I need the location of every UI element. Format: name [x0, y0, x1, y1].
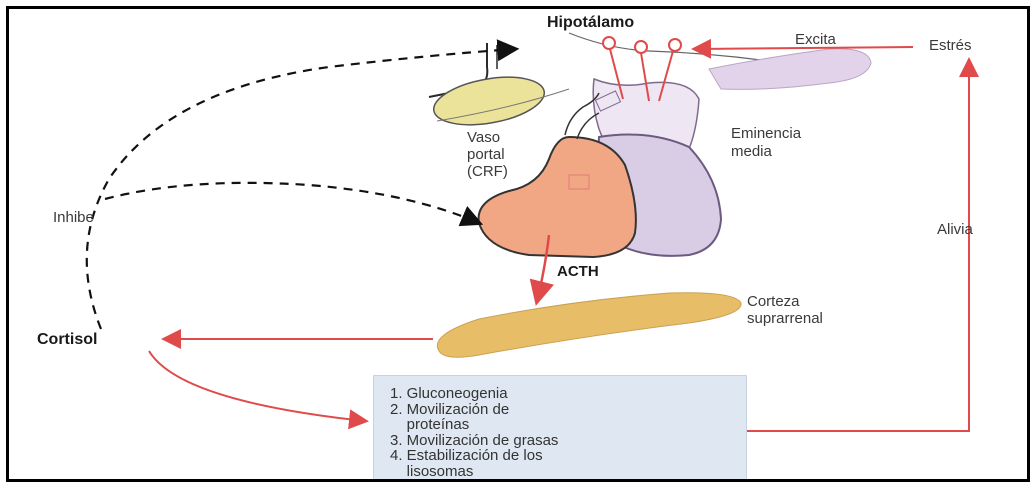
portal-vessel-line-c: (CRF) — [467, 163, 508, 180]
median-eminence-label: Eminencia media — [731, 125, 801, 161]
cortisol-to-effects-arrow — [149, 351, 365, 421]
relieves-arrow — [747, 61, 969, 431]
effect-item: proteínas — [390, 417, 746, 433]
acth-label: ACTH — [557, 263, 599, 280]
effects-list: 1. Gluconeogenia 2. Movilización de prot… — [374, 376, 746, 479]
portal-vessel-line-b: portal — [467, 146, 508, 163]
adrenal-cortex-line-a: Corteza — [747, 293, 823, 310]
stress-label: Estrés — [929, 37, 972, 54]
cortisol-label: Cortisol — [37, 331, 97, 348]
adrenal-cortex-line-b: suprarrenal — [747, 310, 823, 327]
adrenal-cortex-label: Corteza suprarrenal — [747, 293, 823, 327]
mamillary-region — [709, 49, 871, 90]
diagram-frame: Hipotálamo Excita Estrés Vaso portal (CR… — [6, 6, 1030, 482]
median-eminence-line-a: Eminencia — [731, 125, 801, 143]
adrenal-cortex — [437, 293, 741, 358]
effect-item: 4. Estabilización de los — [390, 448, 746, 464]
neuron-3 — [669, 39, 681, 51]
effect-item: lisosomas — [390, 464, 746, 480]
portal-vessel-label: Vaso portal (CRF) — [467, 129, 508, 180]
effects-box: 1. Gluconeogenia 2. Movilización de prot… — [373, 375, 747, 482]
inhibits-label: Inhibe — [53, 209, 94, 226]
effect-item: 2. Movilización de — [390, 402, 746, 418]
effect-item: 1. Gluconeogenia — [390, 386, 746, 402]
relieves-label: Alivia — [937, 221, 973, 238]
excites-label: Excita — [795, 31, 836, 48]
median-eminence-line-b: media — [731, 143, 801, 161]
portal-vessel-line-a: Vaso — [467, 129, 508, 146]
hypothalamus-label: Hipotálamo — [547, 14, 634, 31]
effect-item: 3. Movilización de grasas — [390, 433, 746, 449]
neuron-2 — [635, 41, 647, 53]
inhibit-arrow-to-pituitary — [105, 183, 479, 223]
neuron-1 — [603, 37, 615, 49]
